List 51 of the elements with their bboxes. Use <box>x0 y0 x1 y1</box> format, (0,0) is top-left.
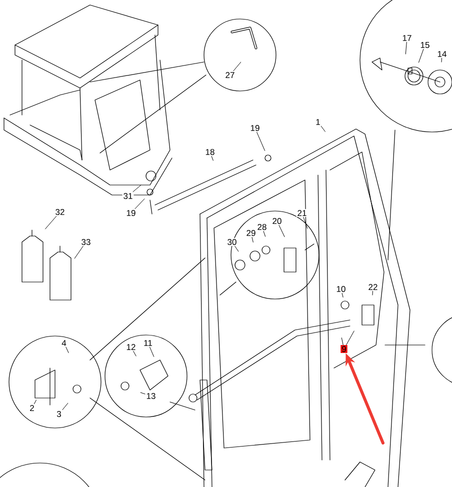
callout-number: 31 <box>122 192 134 200</box>
callout-number: 28 <box>256 223 268 231</box>
leader-line <box>62 402 68 410</box>
leader-line <box>132 184 142 192</box>
leader-line <box>342 292 344 298</box>
leader-line <box>346 330 354 346</box>
leader-line <box>252 236 254 242</box>
leader-line <box>405 42 407 54</box>
callout-number: 30 <box>226 238 238 246</box>
callout-number: 32 <box>54 208 66 216</box>
callout-number: 33 <box>80 238 92 246</box>
callout-number: 10 <box>335 285 347 293</box>
callout-number: 22 <box>367 283 379 291</box>
leader-line <box>66 346 69 353</box>
leader-line <box>278 224 285 238</box>
callout-number: 15 <box>419 41 431 49</box>
leader-line <box>303 216 308 229</box>
leader-line <box>45 216 57 230</box>
leader-line <box>133 350 136 356</box>
callout-number: 18 <box>204 148 216 156</box>
leader-line <box>150 346 154 357</box>
callout-number: 13 <box>145 392 157 400</box>
leader-line <box>341 338 344 346</box>
leader-line <box>418 48 424 63</box>
leader-line <box>256 132 266 151</box>
leader-line <box>211 156 214 161</box>
callout-number: 21 <box>296 209 308 217</box>
leader-line <box>441 58 442 62</box>
callout-number: 19 <box>125 209 137 217</box>
leader-line <box>234 246 239 252</box>
leader-line <box>320 126 326 132</box>
callout-number: 29 <box>245 229 257 237</box>
leader-line <box>140 392 146 394</box>
leader-line <box>372 290 373 296</box>
callout-number: 1 <box>314 118 322 126</box>
callout-number: 20 <box>271 217 283 226</box>
callout-number: 17 <box>401 34 413 42</box>
leader-line <box>263 230 266 237</box>
callout-number: 4 <box>60 339 68 347</box>
leader-line <box>34 400 36 404</box>
callout-number: 3 <box>56 410 62 418</box>
leader-line <box>233 62 242 72</box>
callout-number: 12 <box>125 343 137 351</box>
callout-number: 9 <box>340 345 348 353</box>
callout-number: 19 <box>249 124 261 132</box>
leader-line <box>74 246 84 259</box>
leader-line <box>134 198 145 210</box>
callout-number: 27 <box>224 71 236 79</box>
callout-number: 11 <box>142 339 154 347</box>
callout-number: 2 <box>28 404 36 412</box>
callout-number: 14 <box>436 50 448 58</box>
